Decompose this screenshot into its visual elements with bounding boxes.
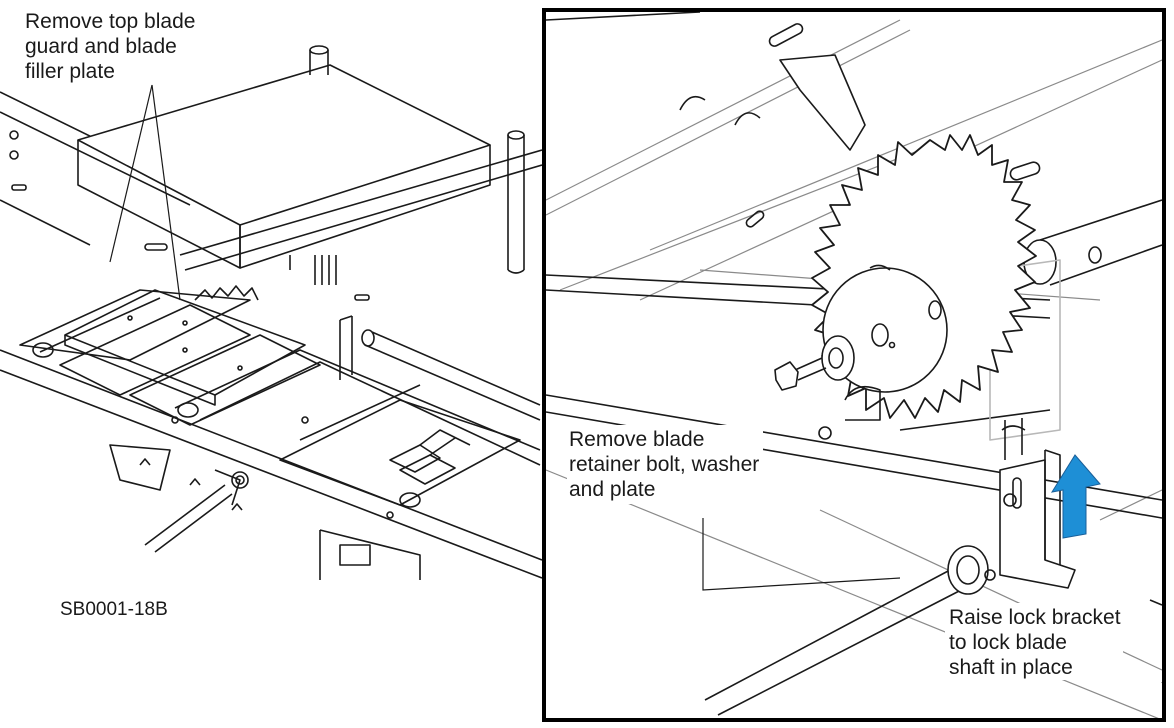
figure-id: SB0001-18B xyxy=(60,599,168,620)
detail-saw-assembly xyxy=(546,12,1162,718)
raise-arrow xyxy=(1050,454,1101,539)
callout-remove-bolt: Remove blade retainer bolt, washer and p… xyxy=(567,425,764,504)
saw-blade xyxy=(811,134,1037,419)
callout-remove-guard: Remove top blade guard and blade filler … xyxy=(25,10,196,83)
retainer-bolt xyxy=(774,335,855,391)
detail-handle xyxy=(704,545,996,716)
lock-bracket xyxy=(999,418,1076,589)
left-saw-assembly xyxy=(0,45,542,580)
callout-raise-bracket: Raise lock bracket to lock blade shaft i… xyxy=(945,603,1123,680)
right-callout-leaders xyxy=(702,518,901,591)
left-callout-leaders xyxy=(109,84,181,301)
